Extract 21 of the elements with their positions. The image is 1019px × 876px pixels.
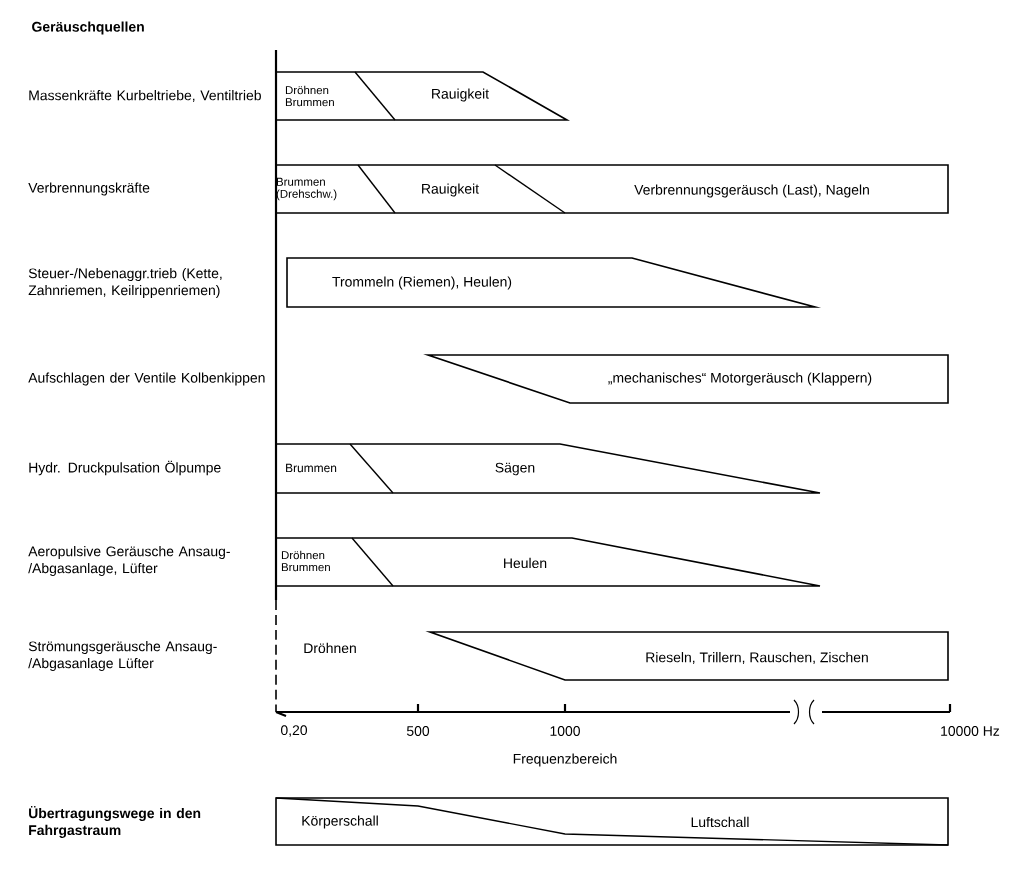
title: Geräuschquellen	[32, 21, 144, 35]
source-label: Steuer-/Nebenaggr.trieb (Kette, Zahnriemen, Keilrippenriemen)	[28, 268, 222, 298]
frequency-band: Brummen (Drehschw.) Rauigkeit Verbrennungsgeräusch (Last), Nageln	[275, 164, 949, 214]
source-label: Hydr. Druckpulsation Ölpumpe	[29, 460, 221, 476]
source-label: Massenkräfte Kurbeltriebe, Ventiltrieb	[29, 90, 261, 102]
frequency-band: Körperschall Luftschall	[275, 797, 949, 846]
frequency-band: Trommeln (Riemen), Heulen)	[286, 257, 822, 308]
tick-label: 500	[406, 726, 430, 736]
source-label: Aeropulsive Geräusche Ansaug-/Abgasanlage, Lüfter	[28, 546, 230, 576]
frequency-band: Dröhnen Brummen Heulen	[275, 537, 821, 587]
axis-title: Frequenzbereich	[513, 753, 617, 767]
tick-label: 10000 Hz	[941, 726, 1000, 736]
source-label: Verbrennungskräfte	[28, 182, 150, 196]
section-label: Übertragungswege in den Fahrgastraum	[29, 806, 201, 838]
band-text: Dröhnen	[304, 642, 356, 654]
tick-label: 0,20	[281, 725, 308, 737]
source-label: Strömungsgeräusche Ansaug-/Abgasanlage Lüfter	[28, 641, 217, 671]
tick-label: 1000	[550, 726, 580, 736]
source-label: Aufschlagen der Ventile Kolbenkippen	[28, 372, 265, 386]
frequency-band: Dröhnen Brummen Rauigkeit	[275, 71, 570, 121]
frequency-band: Brummen Sägen	[275, 443, 821, 494]
